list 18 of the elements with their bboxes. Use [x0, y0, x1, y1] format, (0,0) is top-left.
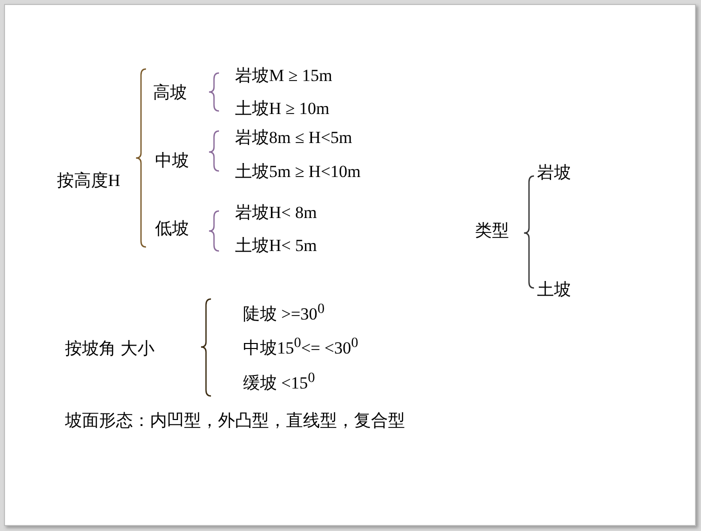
range-label: 岩坡M ≥ 15m [235, 66, 332, 86]
category-label: 按坡角 大小 [65, 339, 154, 359]
category-label: 类型 [475, 221, 509, 241]
note-text: 坡面形态：内凹型，外凸型，直线型，复合型 [65, 411, 405, 431]
range-label: 中坡15$^{0}$<= <30$^{0}$ [243, 334, 358, 359]
range-label: 土坡H ≥ 10m [235, 99, 330, 119]
category-label: 高坡 [153, 83, 187, 103]
range-label: 土坡H< 5m [235, 236, 317, 256]
range-label: 陡坡 >=30$^{0}$ [243, 300, 325, 325]
category-label: 中坡 [155, 151, 189, 171]
range-label: 岩坡8m ≤ H<5m [235, 128, 352, 148]
category-label: 低坡 [155, 219, 189, 239]
range-label: 缓坡 <15$^{0}$ [243, 369, 315, 394]
type-label: 土坡 [537, 280, 571, 300]
category-label: 按高度H [57, 171, 120, 191]
range-label: 土坡5m ≥ H<10m [235, 162, 361, 182]
type-label: 岩坡 [537, 163, 571, 183]
range-label: 岩坡H< 8m [235, 203, 317, 223]
